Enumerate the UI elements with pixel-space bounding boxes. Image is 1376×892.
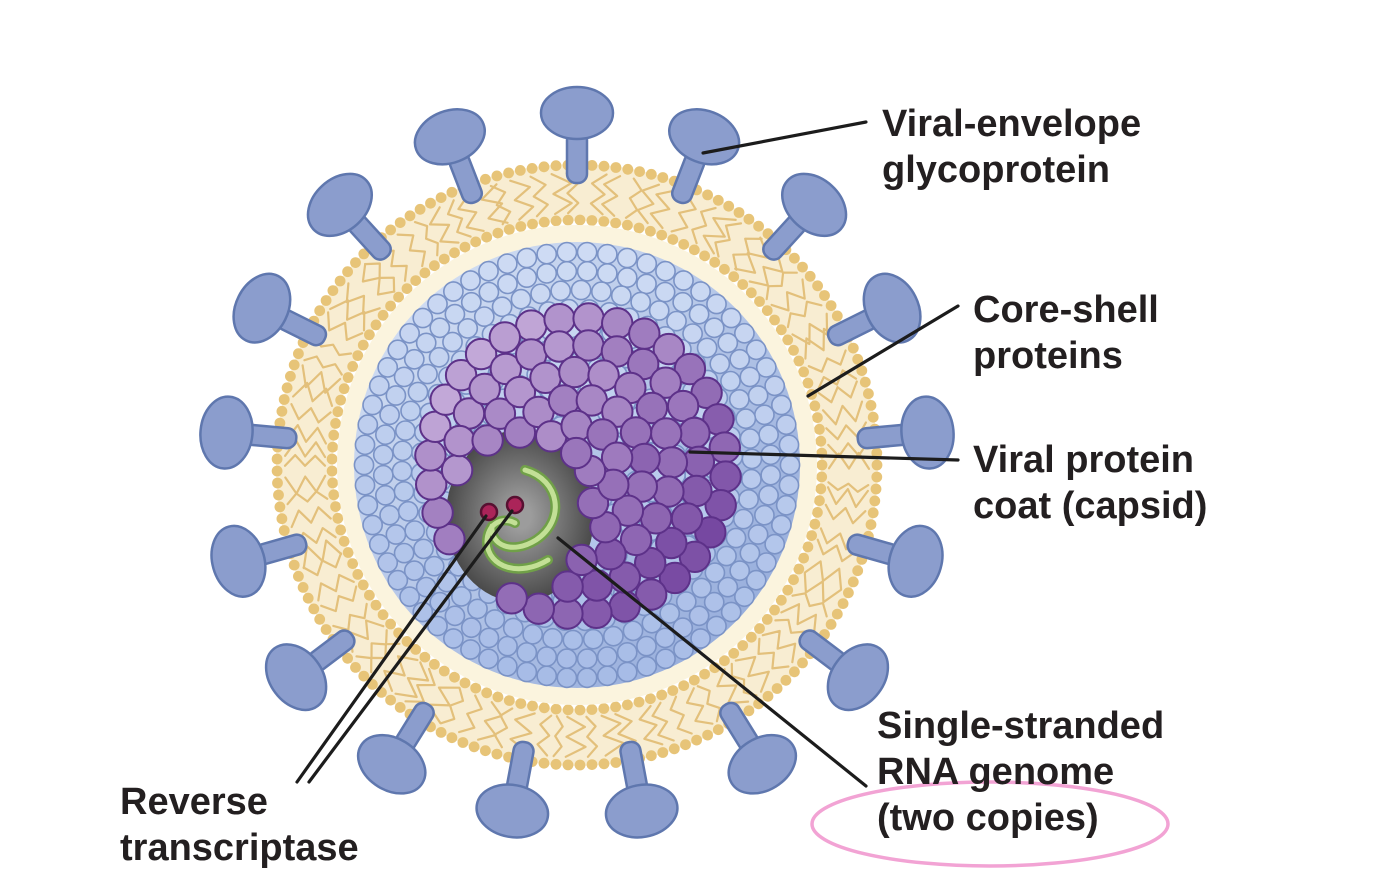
rna-label-line2: RNA genome xyxy=(877,751,1114,793)
glycoprotein-spike xyxy=(210,524,308,598)
glycoprotein-label-line1: Viral-envelope xyxy=(882,103,1141,145)
label-core-shell-proteins: Core-shell proteins xyxy=(973,289,1159,377)
annotations: Viral-envelope glycoprotein Core-shell p… xyxy=(120,103,1207,869)
glycoprotein-spike xyxy=(264,629,356,712)
core-interior xyxy=(446,430,594,602)
leader-line-reverse-transcriptase-2 xyxy=(307,509,514,784)
reverse-transcriptase-label-line2: transcriptase xyxy=(120,827,359,869)
reverse-transcriptase-dot xyxy=(505,495,525,515)
capsid-label-line1: Viral protein xyxy=(973,439,1194,481)
glycoprotein-spike xyxy=(199,395,298,470)
glycoprotein-spike xyxy=(356,701,435,795)
glycoprotein-spike xyxy=(719,701,798,795)
rna-label-line3: (two copies) xyxy=(877,797,1099,839)
leader-line-capsid xyxy=(688,450,960,462)
glycoprotein-spike xyxy=(826,272,922,347)
reverse-transcriptase-label-line1: Reverse xyxy=(120,781,268,823)
two-copies-highlight-ellipse xyxy=(810,780,1170,868)
glycoprotein-spike xyxy=(604,740,679,839)
glycoprotein-spike xyxy=(798,629,890,712)
glycoprotein-spike xyxy=(475,740,550,839)
leader-line-rna-genome xyxy=(556,536,868,788)
glycoprotein-spike xyxy=(413,108,486,205)
glycoprotein-spike xyxy=(856,395,955,470)
glycoprotein-spike xyxy=(232,272,328,347)
virus-particle xyxy=(199,85,955,839)
glycoprotein-spike xyxy=(762,172,848,261)
glycoprotein-spike xyxy=(539,85,615,185)
glycoprotein-spikes xyxy=(199,85,955,839)
core-shell-label-line2: proteins xyxy=(973,335,1123,377)
leader-line-core-shell xyxy=(806,304,960,398)
label-viral-envelope-glycoprotein: Viral-envelope glycoprotein xyxy=(882,103,1141,191)
core-shell-label-line1: Core-shell xyxy=(973,289,1159,331)
glycoprotein-label-line2: glycoprotein xyxy=(882,149,1110,191)
rna-strand-highlight xyxy=(489,467,558,550)
glycoprotein-spike xyxy=(846,524,944,598)
capsid-label-line2: coat (capsid) xyxy=(973,485,1207,527)
leader-line-glycoprotein xyxy=(701,120,868,155)
rna-label-line1: Single-stranded xyxy=(877,705,1164,747)
glycoprotein-spike xyxy=(306,172,392,261)
leader-line-reverse-transcriptase-1 xyxy=(295,514,488,784)
label-reverse-transcriptase: Reverse transcriptase xyxy=(120,781,359,869)
label-viral-protein-coat-capsid: Viral protein coat (capsid) xyxy=(973,439,1207,527)
label-single-stranded-rna-genome: Single-stranded RNA genome (two copies) xyxy=(877,705,1164,839)
